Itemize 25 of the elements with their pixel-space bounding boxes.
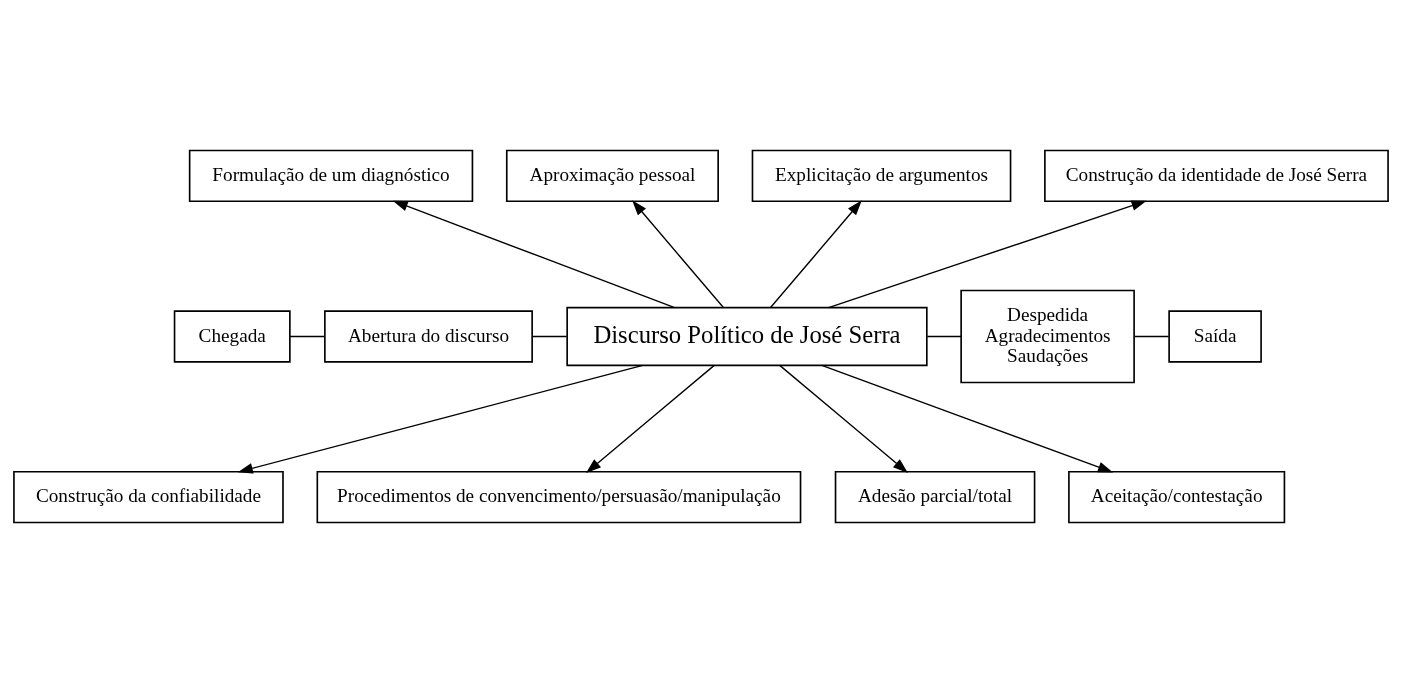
node-box: Aproximação pessoal — [505, 149, 719, 203]
node-box: Construção da confiabilidade — [13, 470, 284, 524]
node-box: Formulação de um diagnóstico — [188, 149, 474, 203]
node-box: Saída — [1168, 310, 1262, 363]
arrow — [769, 200, 862, 309]
node-box: Explicitação de argumentos — [751, 149, 1012, 203]
node-box: Discurso Político de José Serra — [566, 306, 928, 367]
arrow — [632, 200, 725, 309]
node-box: Procedimentos de convencimento/persuasão/manipulação — [316, 470, 802, 524]
node-box: Adesão parcial/total — [834, 470, 1036, 524]
arrow — [828, 200, 1147, 309]
arrow — [586, 364, 715, 473]
connector — [1133, 335, 1170, 338]
arrow — [392, 200, 676, 309]
arrow — [779, 364, 908, 473]
arrow — [237, 364, 644, 474]
node-box: Abertura do discurso — [324, 310, 533, 363]
connector — [531, 335, 568, 338]
node-box: Despedida Agradecimentos Saudações — [960, 289, 1135, 384]
node-box: Chegada — [173, 310, 291, 363]
connector — [926, 335, 962, 338]
arrow — [821, 364, 1114, 473]
node-box: Construção da identidade de José Serra — [1044, 149, 1389, 203]
connector — [289, 335, 326, 338]
node-box: Aceitação/contestação — [1068, 470, 1286, 524]
